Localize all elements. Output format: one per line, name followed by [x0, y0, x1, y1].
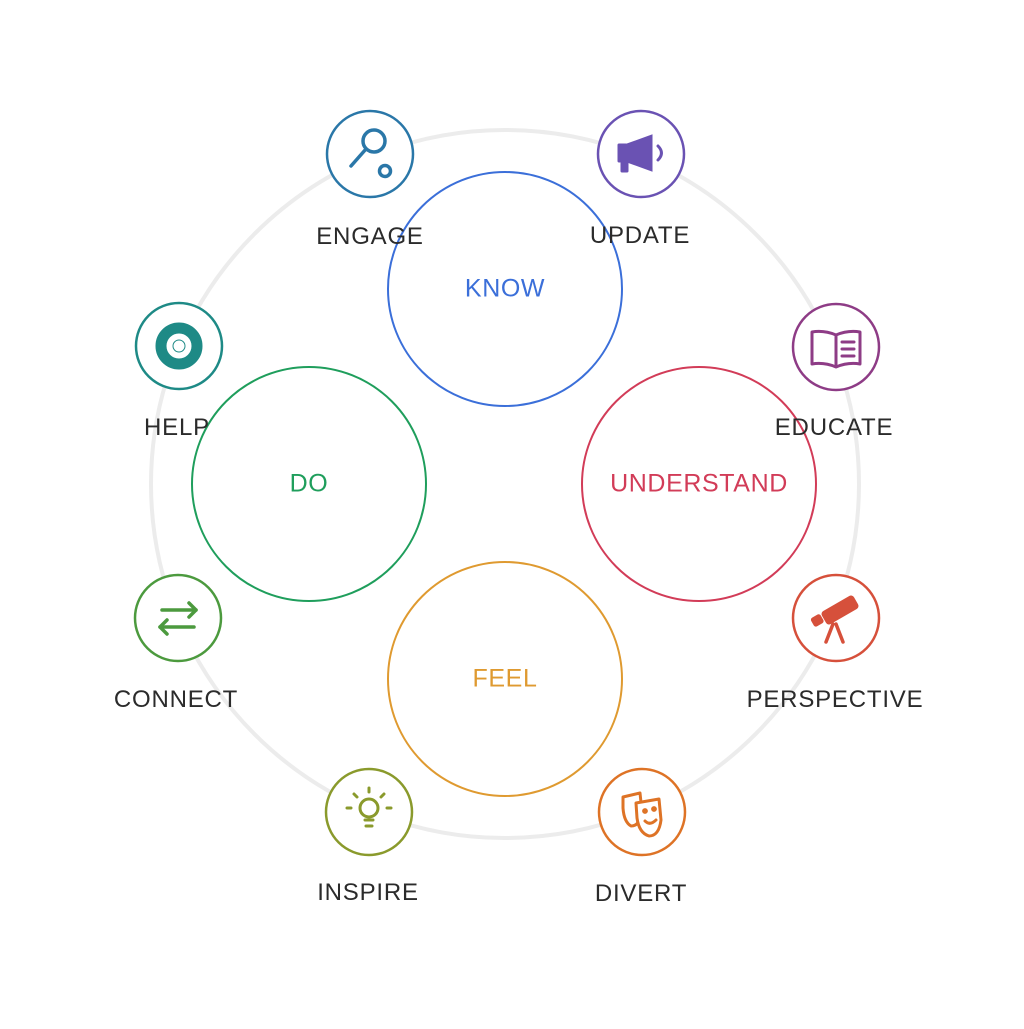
lightbulb-icon	[324, 767, 414, 857]
megaphone-icon	[596, 109, 686, 199]
capability-label-engage: ENGAGE	[316, 223, 424, 250]
core-label-understand: UNDERSTAND	[610, 469, 788, 498]
capability-label-help: HELP	[144, 414, 210, 441]
book-icon	[791, 302, 881, 392]
outer-ring	[149, 128, 861, 840]
core-label-do: DO	[289, 469, 329, 498]
swap-arrows-icon	[133, 573, 223, 663]
core-label-know: KNOW	[464, 274, 546, 303]
capability-label-divert: DIVERT	[594, 880, 688, 907]
lifebuoy-icon	[134, 301, 224, 391]
racket-icon	[325, 109, 415, 199]
core-circle-feel	[387, 561, 623, 797]
telescope-icon	[791, 573, 881, 663]
capability-label-inspire: INSPIRE	[317, 879, 419, 906]
capability-label-educate: EDUCATE	[774, 414, 894, 441]
core-circle-know	[387, 171, 623, 407]
core-circle-do	[191, 366, 427, 602]
core-label-feel: FEEL	[472, 664, 538, 693]
capability-label-connect: CONNECT	[113, 686, 239, 713]
core-circle-understand	[581, 366, 817, 602]
capability-label-update: UPDATE	[589, 222, 691, 249]
theater-masks-icon	[597, 767, 687, 857]
capability-label-perspective: PERSPECTIVE	[746, 686, 924, 713]
